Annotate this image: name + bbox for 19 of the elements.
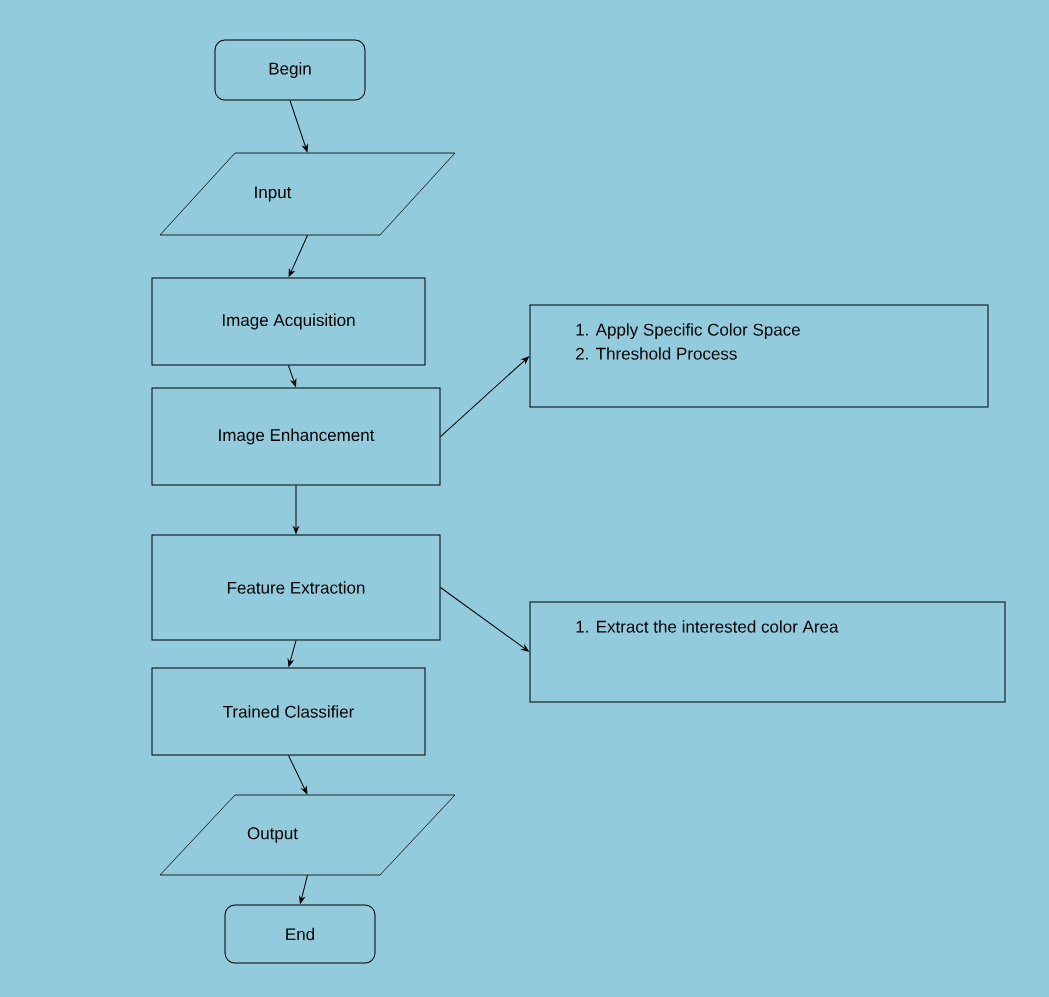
- arrow: [440, 587, 529, 652]
- arrow: [440, 356, 529, 437]
- note-box: 1. Apply Specific Color Space 2. Threshold Process: [529, 304, 989, 408]
- arrow: [293, 485, 299, 534]
- process-box: Trained Classifier: [151, 667, 426, 756]
- note-box: 1. Extract the interested color Area: [529, 601, 1006, 703]
- io-parallelogram: Output: [159, 794, 456, 876]
- process-box: Feature Extraction: [151, 534, 441, 641]
- io-parallelogram: Input: [159, 152, 456, 236]
- process-box: Image Acquisition: [151, 277, 426, 366]
- arrow: [289, 100, 308, 152]
- arrow: [288, 365, 297, 387]
- arrow: [288, 755, 308, 795]
- process-box: Image Enhancement: [151, 387, 441, 486]
- arrow: [287, 640, 297, 667]
- arrow: [288, 234, 308, 277]
- terminal-box: End: [224, 904, 376, 964]
- arrow: [299, 874, 308, 904]
- terminal-box: Begin: [214, 39, 366, 101]
